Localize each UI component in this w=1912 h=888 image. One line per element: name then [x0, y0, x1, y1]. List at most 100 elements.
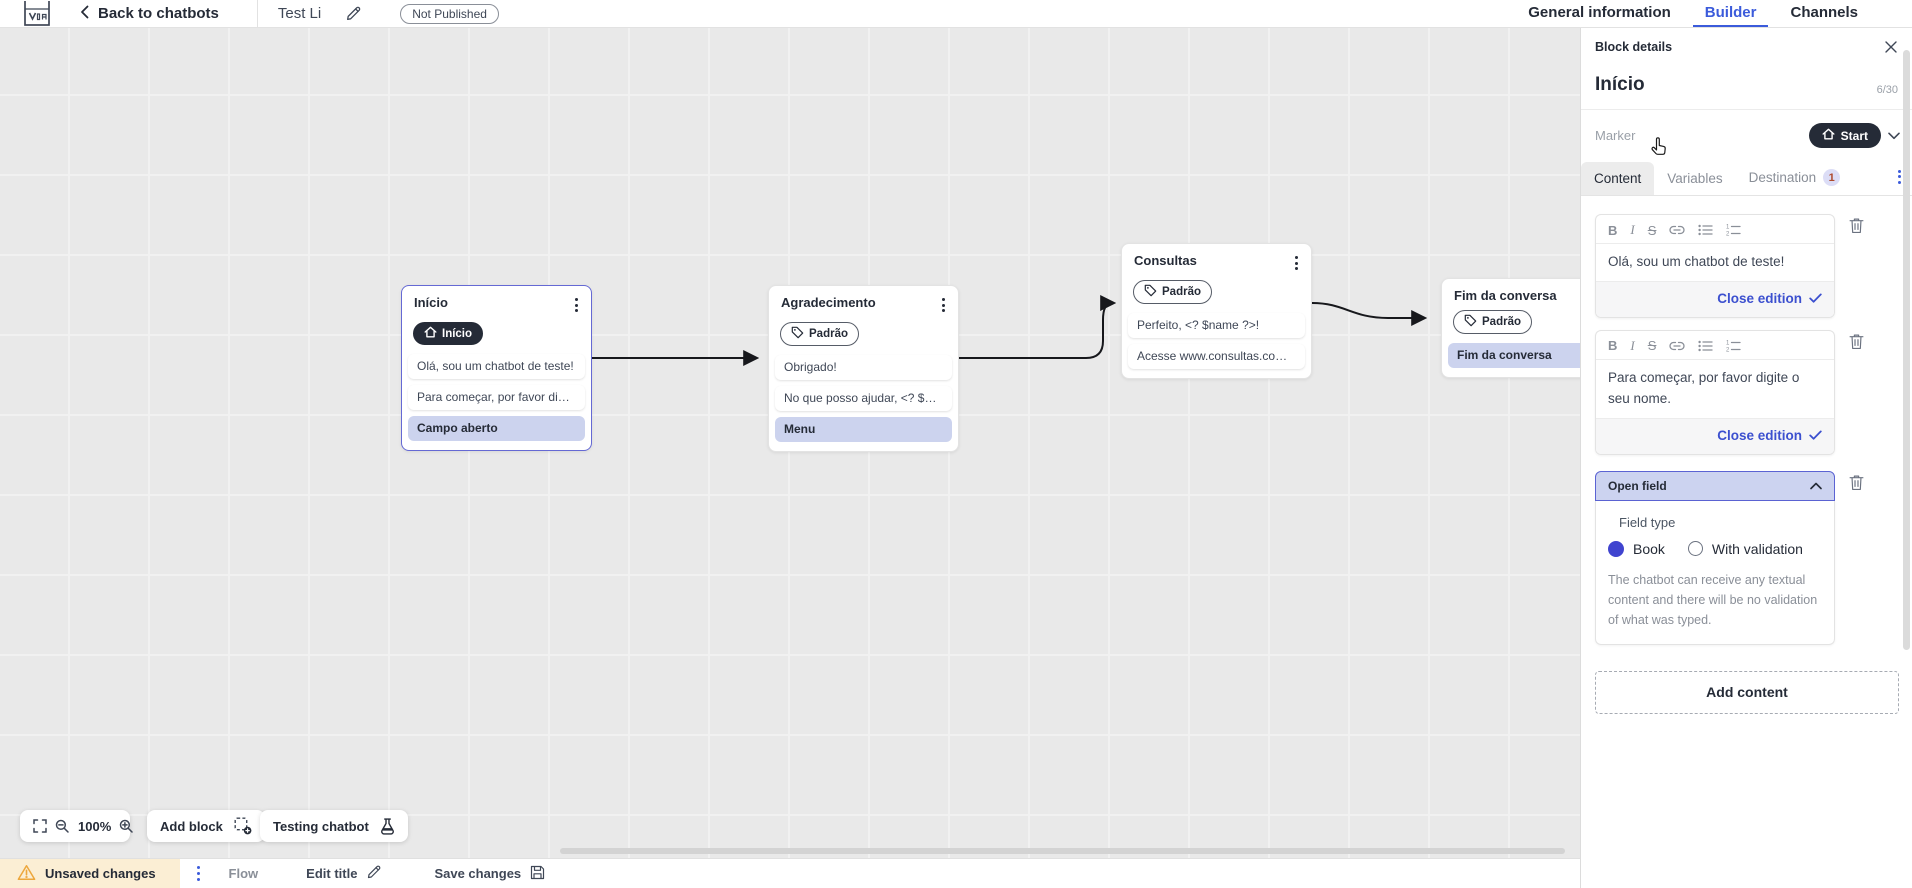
save-icon [530, 865, 545, 883]
block-header: Consultas [1128, 253, 1305, 273]
edit-title-button[interactable]: Edit title [306, 864, 382, 883]
bold-icon[interactable]: B [1608, 338, 1618, 354]
panel-header-title: Block details [1595, 40, 1673, 54]
flow-block-fim-da-conversa[interactable]: Fim da conversa Padrão Fim da conversa [1441, 278, 1580, 378]
close-edition-button[interactable]: Close edition [1717, 428, 1822, 443]
trash-icon[interactable] [1849, 217, 1864, 237]
statusbar: Unsaved changes Flow Edit title Save cha… [0, 858, 1580, 888]
default-marker-pill[interactable]: Padrão [1453, 310, 1532, 334]
strikethrough-icon[interactable]: S [1647, 338, 1657, 354]
block-menu-button[interactable] [939, 295, 948, 315]
chatbot-title-group: Test Li Not Published [278, 3, 499, 24]
zoom-out-icon[interactable] [55, 819, 70, 834]
flow-block-agradecimento[interactable]: Agradecimento Padrão Obrigado! No que po… [768, 285, 959, 453]
block-title: Agradecimento [781, 295, 876, 310]
block-message-card[interactable]: Obrigado! [775, 355, 952, 381]
panel-tabs-menu-button[interactable] [1895, 167, 1904, 187]
fullscreen-icon[interactable] [33, 819, 47, 833]
block-header: Início [408, 295, 585, 315]
warning-icon [17, 864, 36, 884]
flow-block-consultas[interactable]: Consultas Padrão Perfeito, <? $name ?>! … [1121, 243, 1312, 380]
trash-icon[interactable] [1849, 474, 1864, 494]
link-icon[interactable] [1669, 225, 1686, 235]
bold-icon[interactable]: B [1608, 222, 1618, 238]
strikethrough-icon[interactable]: S [1647, 222, 1657, 238]
trash-icon[interactable] [1849, 333, 1864, 353]
edit-title-icon[interactable] [345, 5, 362, 22]
canvas-horizontal-scrollbar[interactable] [560, 848, 1565, 854]
tag-icon [791, 326, 804, 342]
close-edition-label: Close edition [1717, 427, 1802, 443]
block-menu-button[interactable] [572, 295, 581, 315]
tab-destination[interactable]: Destination 1 [1736, 160, 1854, 195]
block-title: Fim da conversa [1454, 288, 1557, 303]
testing-chatbot-button[interactable]: Testing chatbot [260, 810, 408, 842]
add-content-button[interactable]: Add content [1595, 670, 1899, 714]
zoom-toolbar: 100% [20, 810, 133, 842]
block-action-card[interactable]: Campo aberto [408, 416, 585, 442]
block-message-card[interactable]: Para começar, por favor digite o ... [408, 385, 585, 411]
radio-unselected-icon [1687, 541, 1703, 557]
link-icon[interactable] [1669, 341, 1686, 351]
block-action-card[interactable]: Menu [775, 417, 952, 443]
statusbar-menu-button[interactable] [194, 863, 203, 883]
bullet-list-icon[interactable] [1698, 224, 1714, 236]
open-field-header[interactable]: Open field [1595, 470, 1835, 501]
default-marker-pill[interactable]: Padrão [780, 322, 859, 347]
home-icon [1822, 128, 1835, 143]
add-block-button[interactable]: Add block [147, 810, 265, 842]
flow-label: Flow [228, 866, 259, 881]
block-message-card[interactable]: Acesse www.consultas.com par... [1128, 344, 1305, 370]
marker-start-pill[interactable]: Start [1808, 123, 1881, 148]
panel-vertical-scrollbar[interactable] [1903, 50, 1910, 650]
back-to-chatbots-button[interactable]: Back to chatbots [80, 5, 219, 23]
tab-variables[interactable]: Variables [1654, 162, 1735, 195]
bullet-list-icon[interactable] [1698, 340, 1714, 352]
tab-general-information[interactable]: General information [1516, 0, 1683, 27]
check-icon [1809, 428, 1822, 443]
save-changes-button[interactable]: Save changes [434, 865, 545, 883]
italic-icon[interactable]: I [1630, 337, 1635, 353]
close-icon[interactable] [1885, 41, 1897, 53]
tab-content[interactable]: Content [1581, 162, 1655, 195]
block-message-card[interactable]: Olá, sou um chatbot de teste! [408, 354, 585, 380]
add-block-icon [234, 817, 252, 835]
flow-view-button[interactable]: Flow [229, 866, 259, 881]
block-title-input[interactable]: Início [1595, 74, 1645, 95]
panel-tabs: Content Variables Destination 1 [1581, 160, 1912, 196]
tab-builder[interactable]: Builder [1692, 0, 1769, 27]
chevron-down-icon[interactable] [1888, 132, 1900, 140]
message-text-input[interactable]: Olá, sou um chatbot de teste! [1596, 243, 1834, 282]
block-action-card[interactable]: Fim da conversa [1448, 343, 1580, 368]
message-text-input[interactable]: Para começar, por favor digite o seu nom… [1596, 358, 1834, 419]
marker-value: Start [1840, 128, 1868, 143]
block-message-card[interactable]: No que posso ajudar, <? $name ... [775, 386, 952, 412]
block-menu-button[interactable] [1292, 253, 1301, 273]
start-marker-pill[interactable]: Início [413, 322, 484, 346]
check-icon [1809, 291, 1822, 306]
tab-channels[interactable]: Channels [1778, 0, 1870, 27]
default-marker-pill[interactable]: Padrão [1133, 280, 1212, 305]
block-message-card[interactable]: Perfeito, <? $name ?>! [1128, 313, 1305, 339]
open-field-row: Open field Field type Book [1595, 470, 1898, 645]
add-block-label: Add block [160, 818, 223, 834]
pill-label: Padrão [809, 328, 848, 341]
flow-canvas[interactable]: Início Início Olá, sou um chatbot de tes… [0, 28, 1580, 858]
italic-icon[interactable]: I [1630, 222, 1635, 237]
close-edition-label: Close edition [1717, 290, 1802, 306]
tag-icon [1144, 284, 1157, 300]
testing-chatbot-label: Testing chatbot [273, 818, 369, 834]
publish-status-badge: Not Published [400, 3, 499, 24]
chevron-left-icon [80, 5, 89, 23]
radio-with-validation[interactable]: With validation [1687, 541, 1803, 557]
flow-block-inicio[interactable]: Início Início Olá, sou um chatbot de tes… [401, 285, 592, 452]
radio-book[interactable]: Book [1608, 540, 1665, 557]
zoom-in-icon[interactable] [119, 819, 134, 834]
close-edition-button[interactable]: Close edition [1717, 291, 1822, 306]
open-field-card: Open field Field type Book [1595, 470, 1835, 645]
